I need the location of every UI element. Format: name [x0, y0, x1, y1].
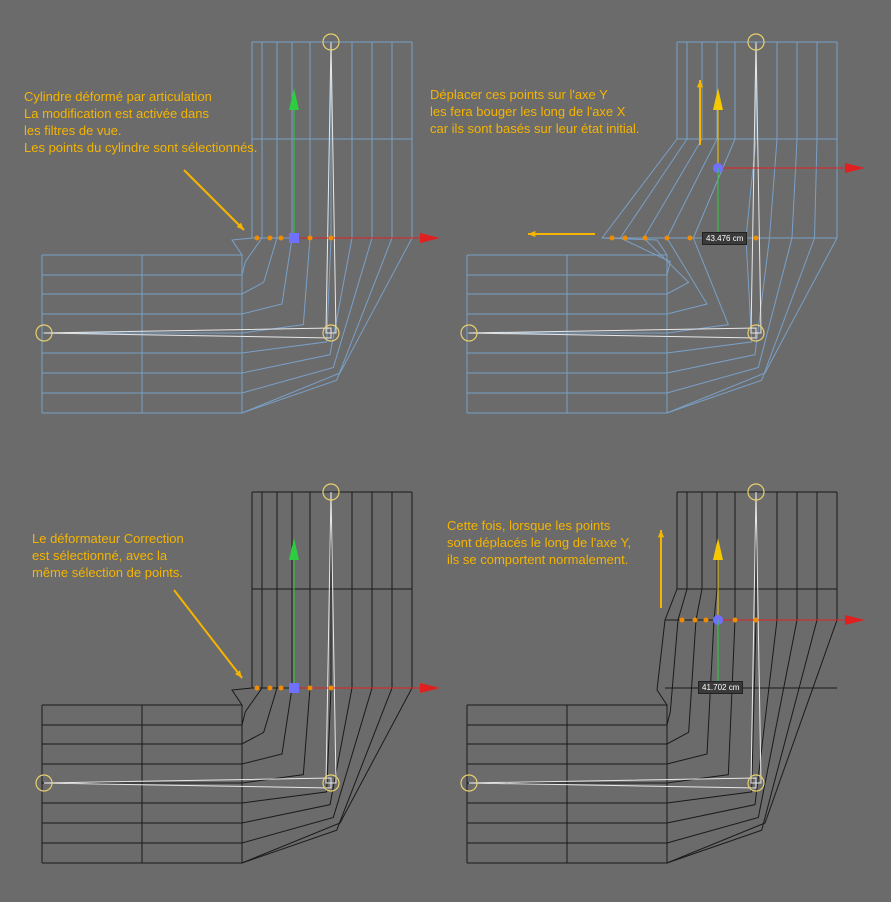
pointer-arrow-head-icon	[236, 222, 244, 230]
joint-circle	[460, 774, 478, 792]
note-line: Déplacer ces points sur l'axe Y	[430, 87, 608, 102]
selected-point	[267, 235, 273, 241]
bone	[468, 777, 757, 789]
selected-point	[278, 235, 284, 241]
pointer-arrow	[183, 169, 245, 231]
note-bottom-left: Le déformateur Correction est sélectionn…	[32, 530, 184, 581]
bone	[468, 327, 757, 339]
distance-readout: 43.476 cm	[702, 232, 748, 245]
y-axis-arrow-icon	[289, 538, 299, 560]
mesh-edge	[42, 42, 263, 276]
selected-point	[732, 617, 738, 623]
joint-circle	[322, 774, 340, 792]
note-line: Cette fois, lorsque les points	[447, 518, 611, 533]
selected-point	[254, 235, 260, 241]
distance-readout: 41.702 cm	[698, 681, 744, 694]
mesh-edge	[42, 42, 311, 334]
mesh-edge	[42, 42, 293, 315]
bone	[43, 327, 332, 339]
move-left-arrow-head-icon	[528, 230, 536, 238]
pointer-arrow-head-icon	[235, 670, 242, 678]
selected-point	[307, 685, 313, 691]
note-line: La modification est activée dans	[24, 106, 209, 121]
x-axis-arrow-icon	[845, 163, 865, 173]
joint-circle	[747, 33, 765, 51]
selected-point	[692, 617, 698, 623]
gizmo-center-icon	[289, 233, 299, 243]
joint-circle	[747, 483, 765, 501]
selected-point	[753, 235, 759, 241]
bone	[43, 777, 332, 789]
move-up-arrow-head-icon	[696, 80, 704, 88]
joint-circle	[747, 774, 765, 792]
x-axis-arrow-icon	[420, 233, 440, 243]
note-line: sont déplacés le long de l'axe Y,	[447, 535, 632, 550]
note-top-right: Déplacer ces points sur l'axe Y les fera…	[430, 86, 640, 137]
selected-point	[753, 617, 759, 623]
pointer-arrow	[173, 589, 243, 679]
selected-point	[328, 235, 334, 241]
selected-point	[307, 235, 313, 241]
mesh-edge	[42, 492, 253, 706]
mesh-edge	[467, 42, 678, 256]
note-line: ils se comportent normalement.	[447, 552, 629, 567]
note-line: même sélection de points.	[32, 565, 184, 580]
joint-circle	[747, 324, 765, 342]
joint-circle	[35, 774, 53, 792]
joint-circle	[322, 33, 340, 51]
y-axis-arrow-icon	[713, 538, 723, 560]
y-axis-arrow-icon	[289, 88, 299, 110]
note-line: les filtres de vue.	[24, 123, 122, 138]
mesh-edge	[42, 492, 263, 726]
note-line: est sélectionné, avec la	[32, 548, 168, 563]
joint-circle	[460, 324, 478, 342]
note-line: Cylindre déformé par articulation	[24, 89, 212, 104]
selected-point	[622, 235, 628, 241]
joint-circle	[322, 324, 340, 342]
note-line: les fera bouger les long de l'axe X	[430, 104, 626, 119]
y-axis-arrow-icon	[713, 88, 723, 110]
note-line: Le déformateur Correction	[32, 531, 184, 546]
selected-point	[679, 617, 685, 623]
selected-point	[703, 617, 709, 623]
x-axis-arrow-icon	[420, 683, 440, 693]
selected-point	[278, 685, 284, 691]
joint-circle	[322, 483, 340, 501]
gizmo-center-icon	[289, 683, 299, 693]
move-up-arrow-head-icon	[657, 530, 665, 538]
note-line: Les points du cylindre sont sélectionnés…	[24, 140, 258, 155]
x-axis-arrow-icon	[845, 615, 865, 625]
selected-point	[328, 685, 334, 691]
note-top-left: Cylindre déformé par articulation La mod…	[24, 88, 257, 156]
selected-point	[687, 235, 693, 241]
selected-point	[254, 685, 260, 691]
joint-circle	[35, 324, 53, 342]
note-line: car ils sont basés sur leur état initial…	[430, 121, 640, 136]
note-bottom-right: Cette fois, lorsque les points sont dépl…	[447, 517, 631, 568]
selected-point	[664, 235, 670, 241]
selected-point	[267, 685, 273, 691]
selected-point	[609, 235, 615, 241]
selected-point	[642, 235, 648, 241]
